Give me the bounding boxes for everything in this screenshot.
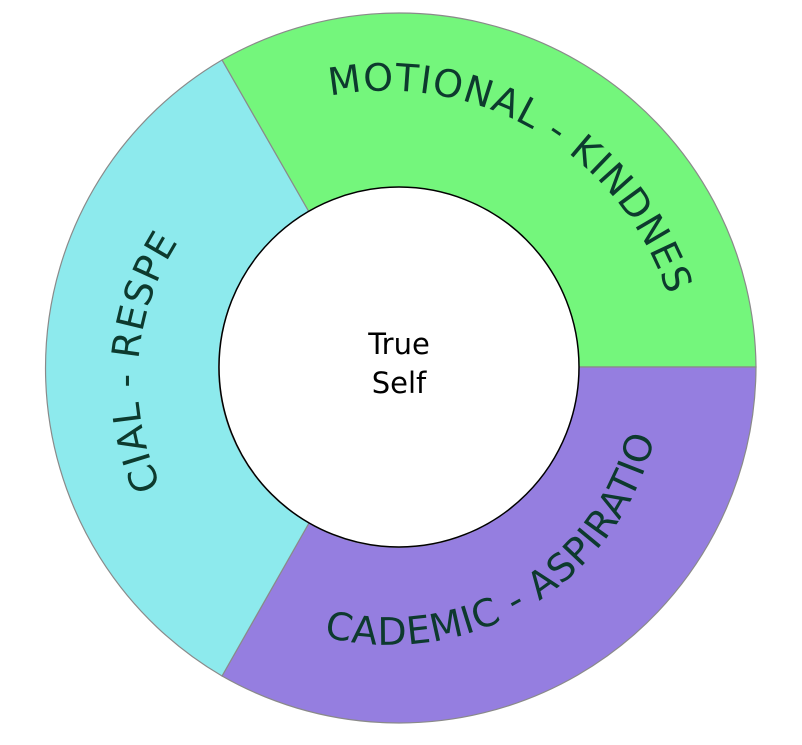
center-label-line-2: Self: [372, 366, 427, 400]
center-label-line-1: True: [367, 327, 430, 361]
center-circle: [218, 186, 580, 548]
